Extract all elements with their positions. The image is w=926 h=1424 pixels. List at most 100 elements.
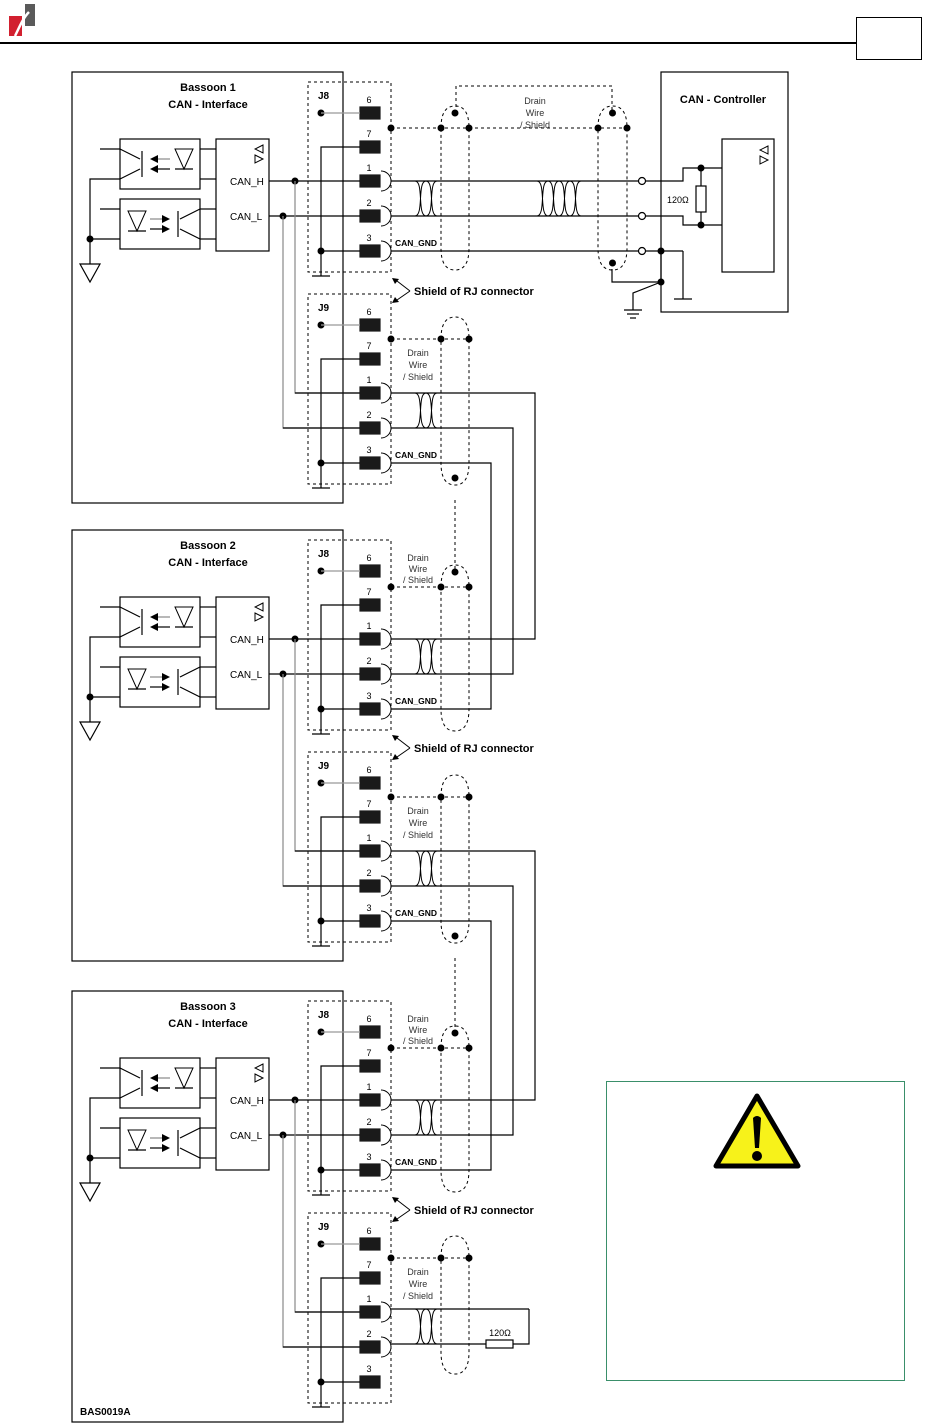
shield-junction xyxy=(437,583,445,591)
node-subtitle: CAN - Interface xyxy=(168,1018,247,1030)
resistor-icon xyxy=(695,185,707,213)
wire xyxy=(294,639,360,852)
wire xyxy=(611,269,661,283)
wire xyxy=(294,181,360,394)
connector-pin xyxy=(359,632,381,646)
can-gnd-label: CAN_GND xyxy=(395,908,437,918)
pointer-arrow xyxy=(396,1199,411,1220)
rj-shield-label: Shield of RJ connector xyxy=(414,743,535,755)
wire xyxy=(646,167,722,182)
can-transceiver-box xyxy=(215,1057,270,1171)
cable-shield xyxy=(597,105,628,271)
terminal-circle xyxy=(637,246,647,256)
connector-pin xyxy=(359,244,381,258)
pin-number: 7 xyxy=(366,341,371,351)
transistor-icon xyxy=(119,626,141,638)
rj-shield-label: Shield of RJ connector xyxy=(414,286,535,298)
shield-junction xyxy=(465,793,473,801)
can-gnd-label: CAN_GND xyxy=(395,696,437,706)
pin-contact-arc xyxy=(380,170,392,192)
connector-pin xyxy=(359,456,381,470)
rj-connector-shield xyxy=(307,293,392,485)
can-l-label: CAN_L xyxy=(230,1131,263,1142)
can-l-label: CAN_L xyxy=(230,670,263,681)
shield-junction xyxy=(437,335,445,343)
pin-number: 2 xyxy=(366,868,371,878)
pin-number: 6 xyxy=(366,1226,371,1236)
pin-contact-arc xyxy=(380,452,392,474)
light-arrow-icon xyxy=(150,155,158,173)
connector-label: J9 xyxy=(318,761,330,772)
can-h-label: CAN_H xyxy=(230,177,264,188)
node-title: Bassoon 3 xyxy=(180,1001,236,1013)
connector-pin xyxy=(359,1128,381,1142)
transistor-icon xyxy=(119,148,141,160)
connector-pin xyxy=(359,598,381,612)
optocoupler-box xyxy=(119,1057,201,1109)
pin-number: 3 xyxy=(366,903,371,913)
drain-label: / Shield xyxy=(520,120,550,130)
node-box xyxy=(71,71,344,504)
pin-contact-arc xyxy=(380,840,392,862)
junction-dot xyxy=(387,335,395,343)
shield-junction xyxy=(437,793,445,801)
pin-number: 7 xyxy=(366,1048,371,1058)
pin-contact-arc xyxy=(380,628,392,650)
drain-wire xyxy=(455,85,613,113)
wire xyxy=(320,1065,360,1195)
terminal-circle xyxy=(637,211,647,221)
junction-dot xyxy=(387,1044,395,1052)
light-arrow-icon xyxy=(150,613,158,631)
pin-number: 6 xyxy=(366,95,371,105)
diode-icon xyxy=(174,606,194,629)
connector-label: J9 xyxy=(318,303,330,314)
pin-number: 3 xyxy=(366,1364,371,1374)
connector-pin xyxy=(359,844,381,858)
junction-dot xyxy=(317,459,325,467)
drain-label: Drain xyxy=(407,348,429,358)
drain-label: Drain xyxy=(524,96,546,106)
pin-number: 7 xyxy=(366,129,371,139)
shield-junction xyxy=(437,124,445,132)
pointer-arrow xyxy=(396,737,411,758)
transceiver-symbol-icon xyxy=(758,145,770,165)
cable-shield xyxy=(440,774,470,944)
pin-number: 2 xyxy=(366,198,371,208)
shield-junction xyxy=(609,109,616,117)
rj-connector-shield xyxy=(307,1000,392,1192)
can-gnd-label: CAN_GND xyxy=(395,238,437,248)
transistor-icon xyxy=(119,168,141,180)
connector-pin xyxy=(359,1093,381,1107)
rj-connector-shield xyxy=(307,539,392,731)
connector-pin xyxy=(359,318,381,332)
optocoupler-box xyxy=(119,1117,201,1169)
drain-label: Wire xyxy=(409,564,428,574)
can-gnd-label: CAN_GND xyxy=(395,450,437,460)
node-subtitle: CAN - Interface xyxy=(168,557,247,569)
pin-contact-arc xyxy=(380,1089,392,1111)
connector-pin xyxy=(359,209,381,223)
shield-junction xyxy=(465,1044,473,1052)
drain-label: Wire xyxy=(526,108,545,118)
pin-contact-arc xyxy=(380,663,392,685)
connector-pin xyxy=(359,1163,381,1177)
pin-number: 1 xyxy=(366,1082,371,1092)
node-box xyxy=(71,990,344,1423)
connector-pin xyxy=(359,421,381,435)
pin-number: 1 xyxy=(366,375,371,385)
light-arrow-icon xyxy=(150,1074,158,1092)
pin-number: 3 xyxy=(366,1152,371,1162)
transceiver-symbol-icon xyxy=(253,144,265,164)
ground-wire xyxy=(89,178,120,240)
pin-number: 3 xyxy=(366,233,371,243)
diode-icon xyxy=(127,210,147,233)
pin-contact-arc xyxy=(380,240,392,262)
pin-number: 1 xyxy=(366,163,371,173)
connector-label: J8 xyxy=(318,549,330,560)
transceiver-symbol-icon xyxy=(253,1063,265,1083)
pin-number: 6 xyxy=(366,553,371,563)
warning-triangle-icon xyxy=(713,1093,801,1169)
pointer-arrowhead xyxy=(392,735,399,760)
drain-label: Wire xyxy=(409,1025,428,1035)
